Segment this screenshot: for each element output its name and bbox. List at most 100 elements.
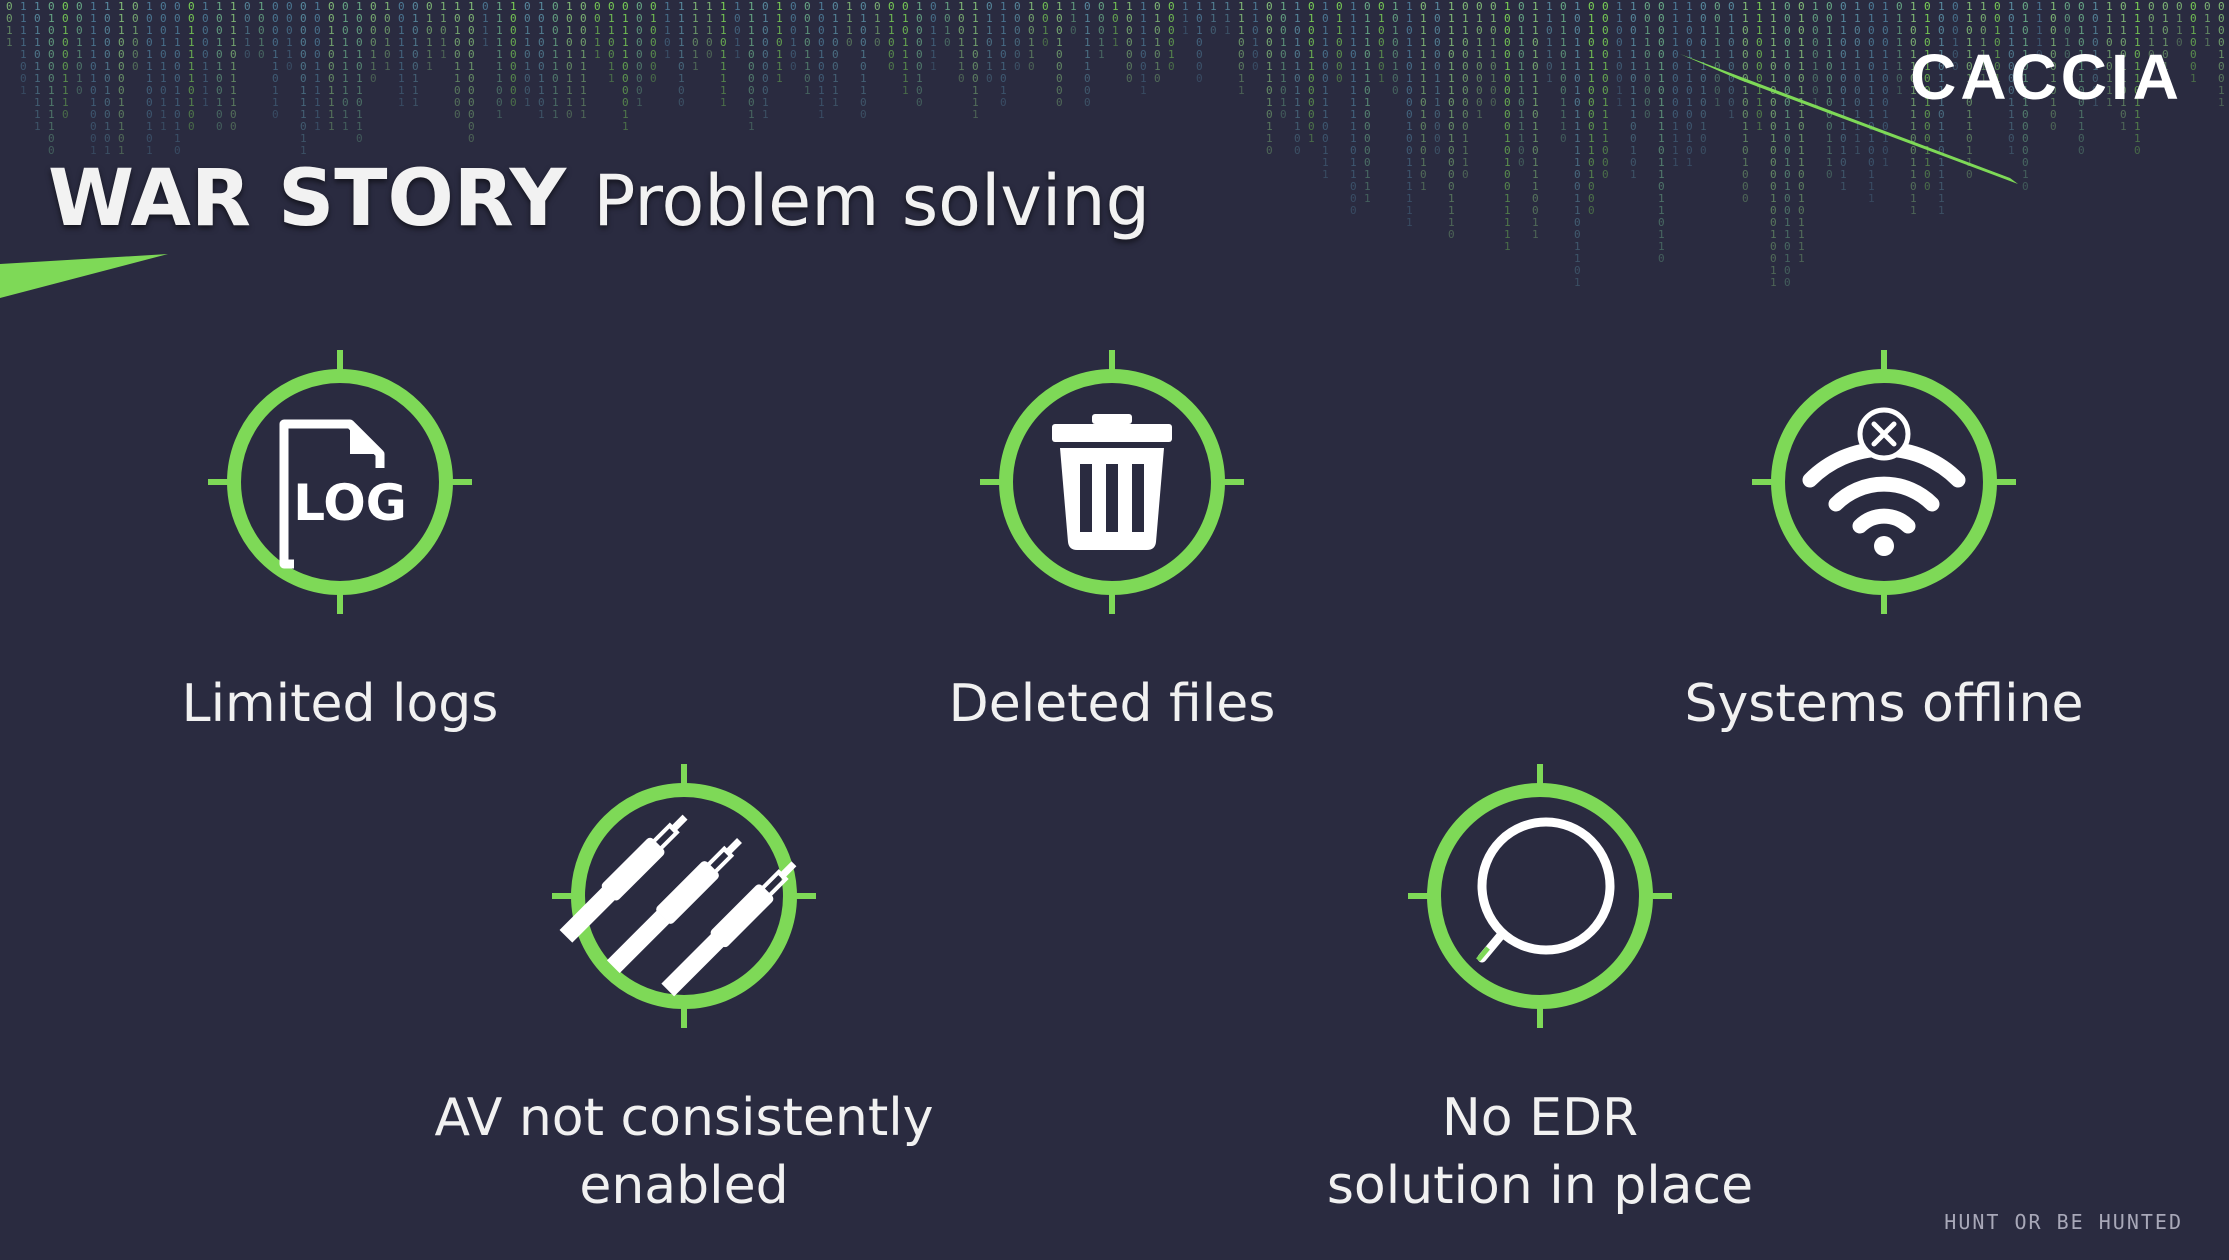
svg-text:1: 1 <box>2008 24 2015 37</box>
svg-text:1: 1 <box>734 36 741 49</box>
svg-text:0: 0 <box>1490 96 1497 109</box>
svg-text:1: 1 <box>1560 120 1567 133</box>
svg-text:1: 1 <box>1420 72 1427 85</box>
svg-text:1: 1 <box>720 0 727 13</box>
svg-text:0: 0 <box>1350 192 1357 205</box>
svg-text:0: 0 <box>762 36 769 49</box>
svg-text:0: 0 <box>454 84 461 97</box>
svg-text:1: 1 <box>1350 0 1357 13</box>
svg-text:0: 0 <box>1168 0 1175 13</box>
svg-text:0: 0 <box>174 0 181 13</box>
svg-text:0: 0 <box>2190 48 2197 61</box>
svg-text:1: 1 <box>342 120 349 133</box>
svg-text:1: 1 <box>748 120 755 133</box>
svg-text:1: 1 <box>1336 12 1343 25</box>
svg-text:1: 1 <box>468 60 475 73</box>
svg-text:0: 0 <box>1028 12 1035 25</box>
svg-text:0: 0 <box>1924 84 1931 97</box>
svg-text:0: 0 <box>2064 0 2071 13</box>
svg-text:0: 0 <box>132 48 139 61</box>
svg-text:1: 1 <box>1434 96 1441 109</box>
svg-text:0: 0 <box>48 0 55 13</box>
svg-text:0: 0 <box>1686 144 1693 157</box>
svg-text:1: 1 <box>314 60 321 73</box>
svg-text:1: 1 <box>1882 0 1889 13</box>
svg-text:1: 1 <box>202 84 209 97</box>
svg-text:0: 0 <box>1364 84 1371 97</box>
svg-text:1: 1 <box>678 24 685 37</box>
svg-text:1: 1 <box>62 24 69 37</box>
svg-text:1: 1 <box>1322 24 1329 37</box>
svg-text:1: 1 <box>1140 12 1147 25</box>
svg-text:0: 0 <box>1126 36 1133 49</box>
svg-text:0: 0 <box>1686 24 1693 37</box>
svg-text:1: 1 <box>286 48 293 61</box>
svg-text:1: 1 <box>1784 108 1791 121</box>
svg-text:1: 1 <box>272 60 279 73</box>
svg-text:0: 0 <box>1700 12 1707 25</box>
svg-text:1: 1 <box>1770 228 1777 241</box>
svg-text:0: 0 <box>1168 12 1175 25</box>
svg-text:0: 0 <box>1658 180 1665 193</box>
svg-text:1: 1 <box>2134 132 2141 145</box>
svg-text:1: 1 <box>118 24 125 37</box>
svg-text:1: 1 <box>1224 24 1231 37</box>
svg-text:1: 1 <box>510 0 517 13</box>
svg-text:1: 1 <box>1238 84 1245 97</box>
svg-text:0: 0 <box>902 0 909 13</box>
svg-text:1: 1 <box>1434 84 1441 97</box>
svg-text:0: 0 <box>1616 72 1623 85</box>
svg-text:0: 0 <box>832 0 839 13</box>
svg-text:1: 1 <box>300 108 307 121</box>
svg-text:1: 1 <box>1574 204 1581 217</box>
svg-text:1: 1 <box>1280 60 1287 73</box>
svg-text:0: 0 <box>1056 84 1063 97</box>
svg-text:0: 0 <box>48 48 55 61</box>
svg-text:1: 1 <box>2022 36 2029 49</box>
svg-text:1: 1 <box>1532 12 1539 25</box>
svg-text:1: 1 <box>1938 156 1945 169</box>
svg-text:1: 1 <box>1406 72 1413 85</box>
svg-text:0: 0 <box>650 24 657 37</box>
svg-text:1: 1 <box>1616 12 1623 25</box>
matrix-column: 0101110111011100101111 <box>1798 0 1805 265</box>
svg-text:0: 0 <box>160 84 167 97</box>
svg-text:0: 0 <box>1854 72 1861 85</box>
svg-text:0: 0 <box>804 0 811 13</box>
svg-text:1: 1 <box>2204 24 2211 37</box>
svg-text:1: 1 <box>1980 72 1987 85</box>
svg-text:0: 0 <box>48 60 55 73</box>
svg-text:0: 0 <box>1630 24 1637 37</box>
svg-text:0: 0 <box>1056 12 1063 25</box>
svg-text:0: 0 <box>1868 156 1875 169</box>
svg-text:1: 1 <box>2106 48 2113 61</box>
svg-text:1: 1 <box>412 36 419 49</box>
svg-text:0: 0 <box>2190 36 2197 49</box>
svg-text:0: 0 <box>1938 108 1945 121</box>
svg-text:0: 0 <box>1042 36 1049 49</box>
label-limited-logs: Limited logs <box>181 674 499 734</box>
svg-text:1: 1 <box>1420 156 1427 169</box>
svg-text:1: 1 <box>1882 60 1889 73</box>
svg-text:1: 1 <box>2078 72 2085 85</box>
svg-text:0: 0 <box>636 24 643 37</box>
svg-text:1: 1 <box>1658 168 1665 181</box>
svg-text:1: 1 <box>930 48 937 61</box>
svg-text:1: 1 <box>160 36 167 49</box>
svg-text:1: 1 <box>1938 192 1945 205</box>
svg-text:0: 0 <box>1700 108 1707 121</box>
svg-text:1: 1 <box>398 72 405 85</box>
svg-text:1: 1 <box>566 48 573 61</box>
svg-text:1: 1 <box>706 24 713 37</box>
